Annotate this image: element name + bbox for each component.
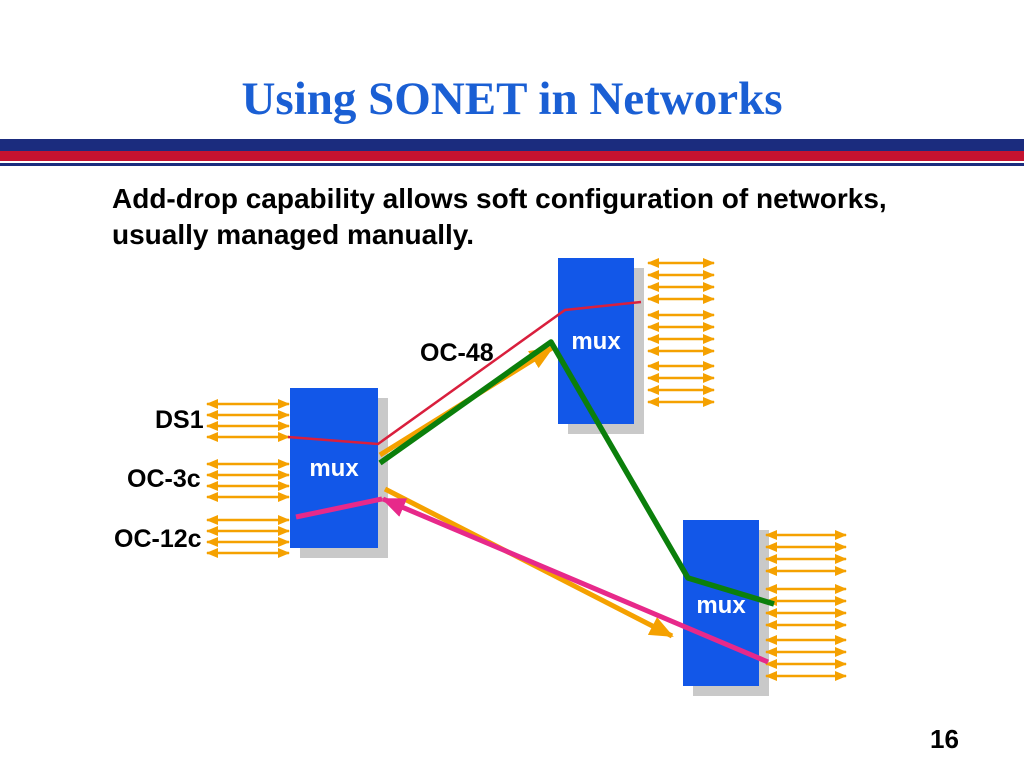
botmux-arrows-2 xyxy=(765,584,847,630)
mux-left-box xyxy=(290,388,378,548)
label-oc48: OC-48 xyxy=(420,339,494,367)
botmux-arrows-3 xyxy=(765,635,847,681)
page-number: 16 xyxy=(930,724,959,754)
mux-bottom-label: mux xyxy=(696,592,746,619)
ds1-arrows xyxy=(206,399,290,442)
tributary-arrows-layer xyxy=(206,258,847,681)
topmux-arrows-1 xyxy=(647,258,715,304)
separator-bar-navy xyxy=(0,139,1024,151)
mux-top-box xyxy=(558,258,634,424)
body-text-line-2: usually managed manually. xyxy=(112,218,475,250)
label-oc3c: OC-3c xyxy=(127,465,201,493)
body-text-line-1: Add-drop capability allows soft configur… xyxy=(112,183,887,214)
link-oc12c-into-leftmux-pink xyxy=(295,496,383,520)
mux-bottom-box xyxy=(683,520,759,686)
label-oc12c: OC-12c xyxy=(114,525,202,553)
oc3c-arrows xyxy=(206,459,290,502)
separator-bar-red xyxy=(0,151,1024,161)
topmux-arrows-2 xyxy=(647,310,715,356)
label-ds1: DS1 xyxy=(155,406,204,434)
slide-title: Using SONET in Networks xyxy=(241,73,783,125)
oc12c-arrows xyxy=(206,515,290,558)
link-green-through-path xyxy=(378,339,775,607)
link-ds1-red xyxy=(287,300,642,446)
separator-bar-thin xyxy=(0,163,1024,166)
mux-top-label: mux xyxy=(571,328,621,355)
botmux-arrows-1 xyxy=(765,530,847,576)
mux-left-label: mux xyxy=(309,455,359,482)
link-botmux-to-leftmux-pink xyxy=(381,496,769,665)
body-text: Add-drop capability allows soft configur… xyxy=(112,181,972,253)
topmux-arrows-3 xyxy=(647,361,715,407)
